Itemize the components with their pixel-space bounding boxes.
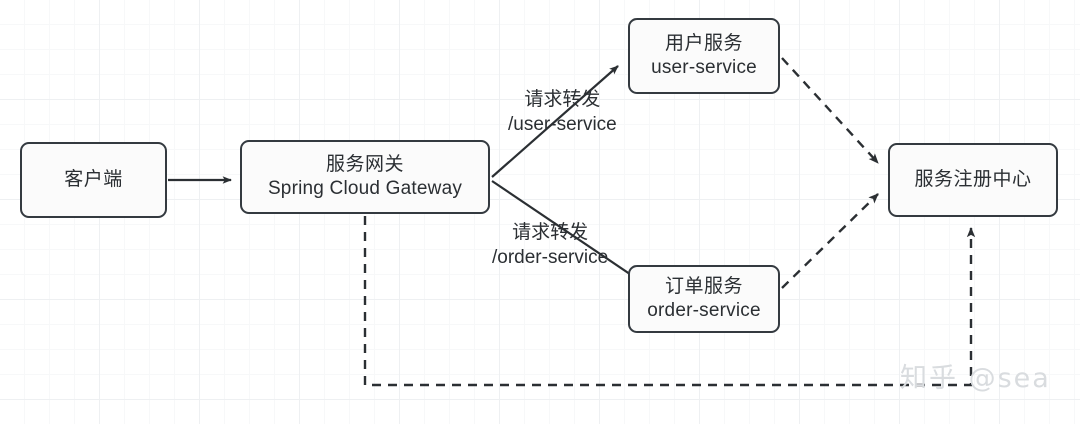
node-registry-label-cn: 服务注册中心: [914, 168, 1032, 190]
node-user-service-label-cn: 用户服务: [664, 32, 743, 54]
node-order-service-label-cn: 订单服务: [664, 275, 743, 297]
edge-order-service-to-registry: [781, 193, 879, 289]
edge-label-to-user-service-line2: /user-service: [508, 113, 617, 135]
edge-label-to-user-service-line1: 请求转发: [524, 89, 601, 110]
node-client-label-cn: 客户端: [64, 168, 123, 190]
edge-label-to-order-service-line2: /order-service: [492, 246, 609, 268]
node-client[interactable]: 客户端: [20, 142, 167, 218]
node-order-service[interactable]: 订单服务 order-service: [628, 265, 780, 333]
node-user-service-label-en: user-service: [651, 57, 757, 78]
node-registry[interactable]: 服务注册中心: [888, 143, 1058, 217]
edge-user-service-to-registry: [781, 57, 879, 164]
node-gateway[interactable]: 服务网关 Spring Cloud Gateway: [240, 140, 490, 214]
edge-label-to-order-service: 请求转发 /order-service: [492, 221, 608, 270]
node-gateway-label-cn: 服务网关: [325, 153, 404, 175]
edge-label-to-user-service: 请求转发 /user-service: [508, 88, 617, 137]
node-order-service-label-en: order-service: [647, 300, 761, 321]
watermark: 知乎 @sea: [900, 363, 1051, 394]
node-user-service[interactable]: 用户服务 user-service: [628, 18, 780, 94]
edge-label-to-order-service-line1: 请求转发: [512, 222, 589, 243]
node-gateway-label-en: Spring Cloud Gateway: [267, 178, 463, 199]
